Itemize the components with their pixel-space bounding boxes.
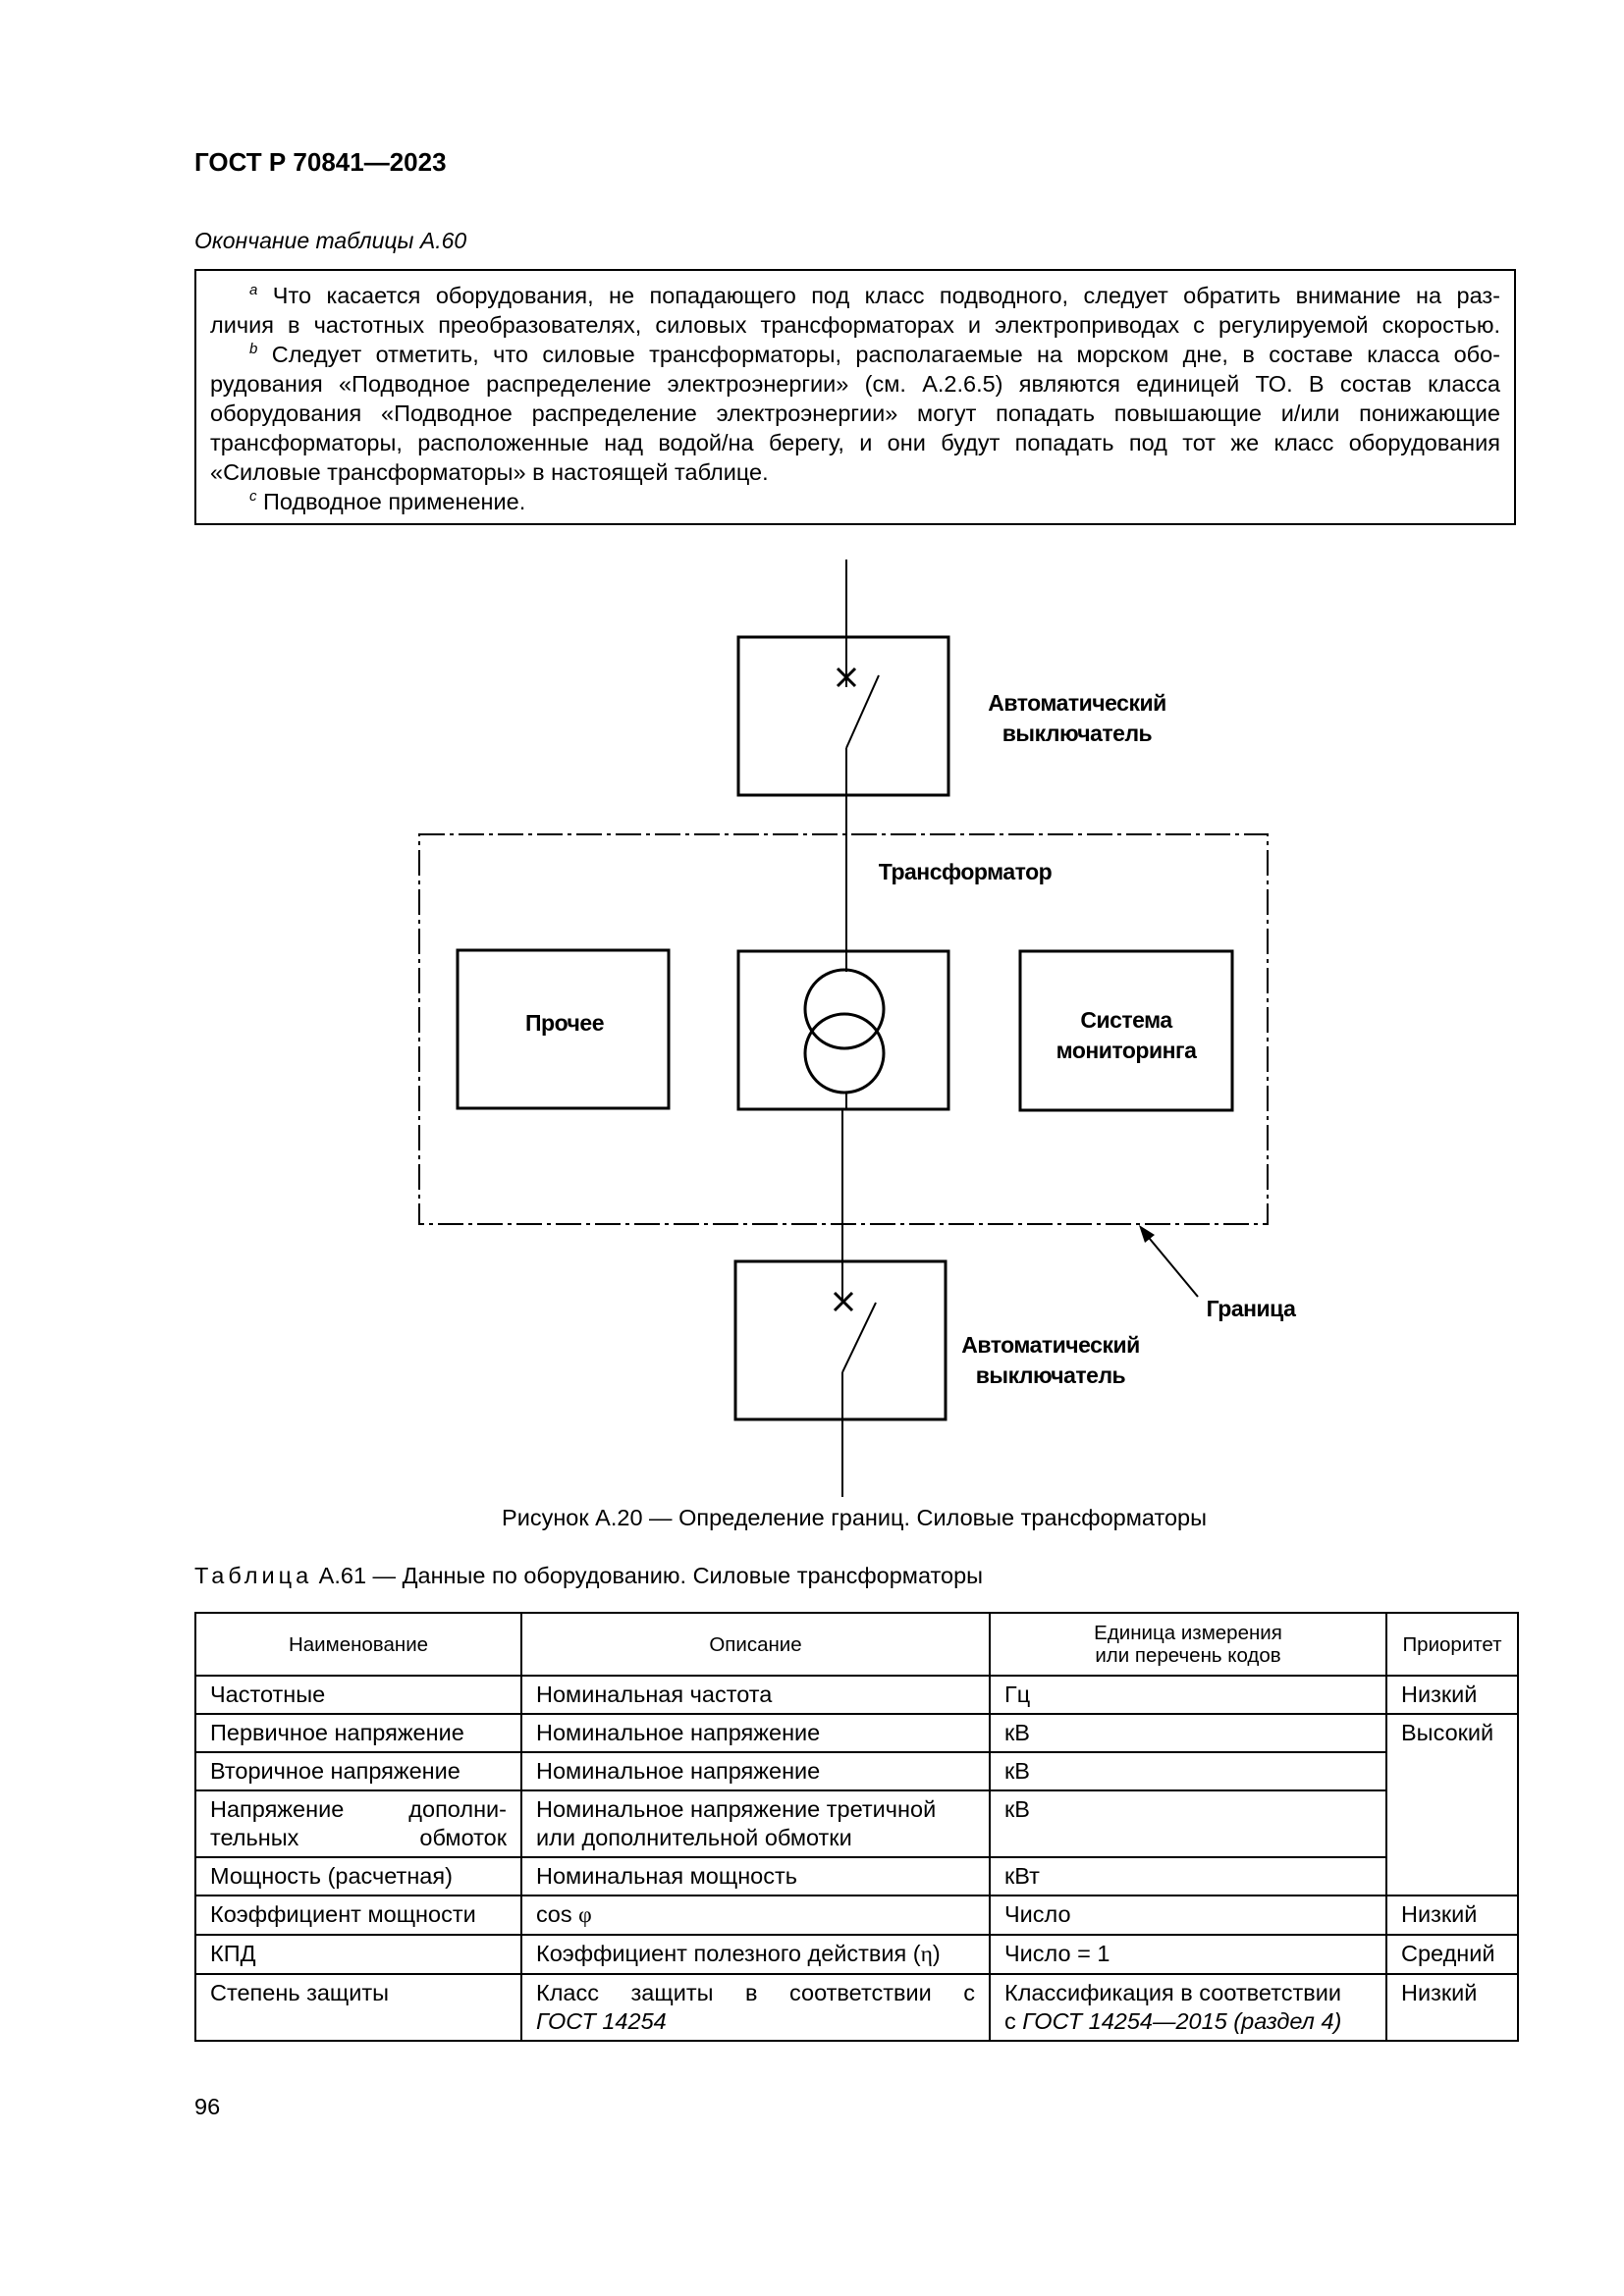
table-row: Мощность (расчетная) Номинальная мощност… <box>194 1856 1519 1896</box>
cell-priority: Низкий <box>1385 1675 1519 1715</box>
breaker-top-box <box>736 635 950 797</box>
table-row: Первичное напряжение Номинальное напряже… <box>194 1713 1519 1753</box>
cell-priority <box>1385 1790 1519 1857</box>
note-c-line-1: c Подводное применение. <box>249 488 526 514</box>
note-c-mark: c <box>249 488 257 505</box>
monitoring-label-2: мониторинга <box>1056 1038 1197 1063</box>
table-row: Степень защиты Класс защиты в соответств… <box>194 1973 1519 2042</box>
cell-priority <box>1385 1752 1519 1790</box>
note-b-mark: b <box>249 341 258 357</box>
cell-description: Номинальная частота <box>520 1675 991 1715</box>
breaker-top-label-1: Автоматический <box>988 690 1165 716</box>
note-a-mark: a <box>249 282 258 298</box>
cell-name: Степень защиты <box>194 1973 522 2042</box>
cell-name: Первичное напряжение <box>194 1713 522 1753</box>
transformer-label: Трансформатор <box>879 859 1053 884</box>
monitoring-box <box>1018 949 1234 1112</box>
breaker-top-label-2: выключатель <box>1002 721 1153 746</box>
cell-unit: кВ <box>989 1789 1387 1858</box>
note-b-line-4: трансформаторы, расположенные над водой/… <box>210 430 1500 455</box>
cell-priority: Низкий <box>1385 1973 1519 2042</box>
note-a-line-2: личия в частотных преобразователях, сило… <box>210 312 1500 338</box>
breaker-bottom-label-1: Автоматический <box>961 1332 1139 1358</box>
cell-description: Номинальное напряжение <box>520 1751 991 1791</box>
cell-name: Напряжение дополни-тельных обмоток <box>194 1789 522 1858</box>
note-a-line-1: a Что касается оборудования, не попадающ… <box>249 282 1501 308</box>
boundary-arrow-icon <box>1139 1225 1199 1298</box>
note-b-line-1: b Следует отметить, что силовые трансфор… <box>249 341 1500 367</box>
breaker-bottom-x-icon <box>833 1291 854 1312</box>
cell-name: КПД <box>194 1934 522 1975</box>
header-description: Описание <box>520 1612 991 1677</box>
table-row: Вторичное напряжение Номинальное напряже… <box>194 1751 1519 1791</box>
cell-description: Коэффициент полезного действия (η) <box>520 1934 991 1975</box>
notes-caption: Окончание таблицы А.60 <box>194 228 467 253</box>
header-priority: Приоритет <box>1385 1612 1519 1677</box>
monitoring-label-1: Система <box>1080 1007 1172 1033</box>
table-notes-box: a Что касается оборудования, не попадающ… <box>194 269 1516 525</box>
cell-unit: Число = 1 <box>989 1934 1387 1975</box>
page-number: 96 <box>194 2094 221 2119</box>
phi-symbol: φ <box>578 1902 592 1928</box>
breaker-bottom-switch-icon <box>841 1302 877 1373</box>
table-row: Напряжение дополни-тельных обмоток Номин… <box>194 1789 1519 1858</box>
cell-unit: кВт <box>989 1856 1387 1896</box>
transformer-box <box>736 949 950 1111</box>
header-name: Наименование <box>194 1612 522 1677</box>
breaker-top-switch-icon <box>845 674 880 749</box>
cell-unit: кВ <box>989 1751 1387 1791</box>
transformer-windings-icon <box>803 968 886 1095</box>
cell-name: Вторичное напряжение <box>194 1751 522 1791</box>
note-b-line-3: оборудования «Подводное распределение эл… <box>210 400 1500 426</box>
boundary-diagram: Автоматический выключатель Трансформатор… <box>418 560 1297 1497</box>
cell-name: Коэффициент мощности <box>194 1895 522 1936</box>
cell-priority: Высокий <box>1385 1713 1519 1752</box>
cell-name: Мощность (расчетная) <box>194 1856 522 1896</box>
cell-description: Номинальное напряжение <box>520 1713 991 1753</box>
cell-priority: Средний <box>1385 1934 1519 1975</box>
table-caption: Таблица А.61 — Данные по оборудованию. С… <box>194 1563 984 1588</box>
figure-caption: Рисунок А.20 — Определение границ. Силов… <box>502 1505 1207 1530</box>
cell-unit: Гц <box>989 1675 1387 1715</box>
cell-priority <box>1385 1857 1519 1896</box>
other-box <box>456 948 671 1110</box>
cell-description: cos φ <box>520 1895 991 1936</box>
breaker-bottom-box <box>733 1259 947 1421</box>
table-row: Частотные Номинальная частота Гц Низкий <box>194 1675 1519 1715</box>
other-label: Прочее <box>525 1010 604 1036</box>
note-b-line-2: рудования «Подводное распределение элект… <box>210 371 1500 397</box>
note-b-line-5: «Силовые трансформаторы» в настоящей таб… <box>210 459 769 485</box>
eta-symbol: η <box>920 1942 933 1967</box>
document-code: ГОСТ Р 70841—2023 <box>194 147 447 177</box>
boundary-label: Граница <box>1207 1296 1296 1321</box>
cell-unit: кВ <box>989 1713 1387 1753</box>
table-row: Коэффициент мощности cos φ Число Низкий <box>194 1895 1519 1936</box>
cell-description: Номинальная мощность <box>520 1856 991 1896</box>
cell-priority: Низкий <box>1385 1895 1519 1936</box>
cell-name: Частотные <box>194 1675 522 1715</box>
cell-unit: Число <box>989 1895 1387 1936</box>
table-row: КПД Коэффициент полезного действия (η) Ч… <box>194 1934 1519 1975</box>
breaker-bottom-label-2: выключатель <box>976 1362 1126 1388</box>
